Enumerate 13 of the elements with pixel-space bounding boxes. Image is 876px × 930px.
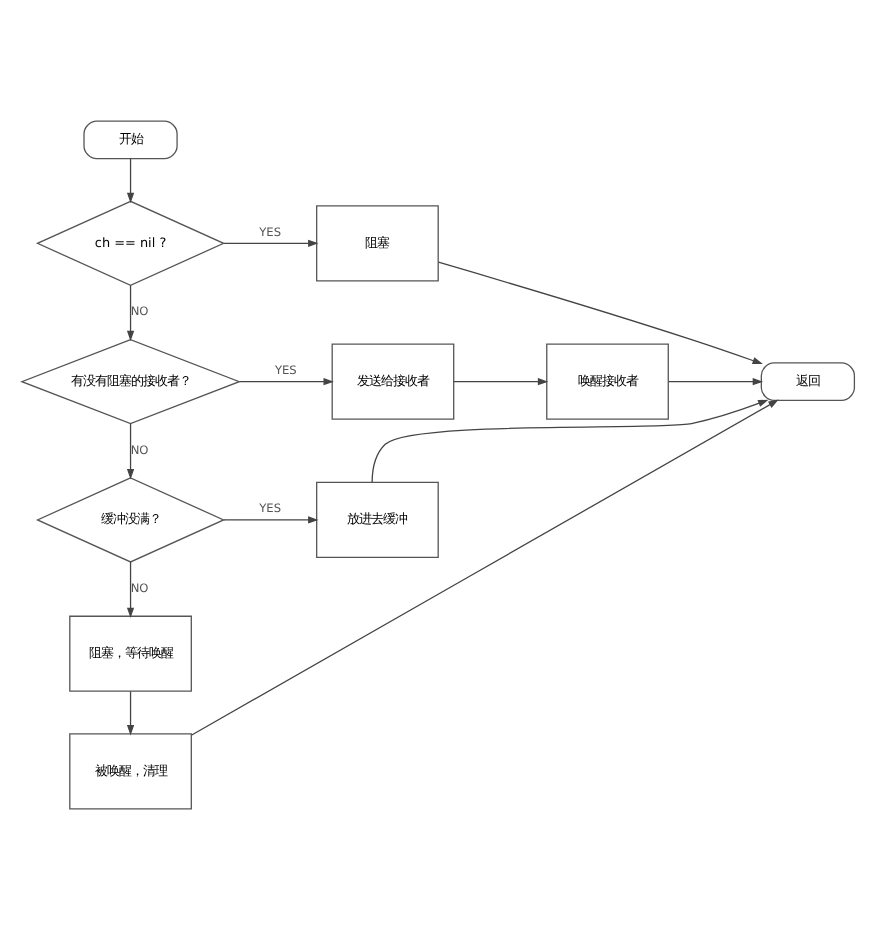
arrow	[191, 399, 779, 736]
arrow	[453, 378, 549, 386]
arrow	[371, 399, 769, 483]
arrow	[126, 284, 135, 342]
arrow	[126, 158, 135, 204]
arrow	[126, 561, 135, 619]
arrow	[223, 516, 319, 524]
arrow	[437, 261, 763, 365]
arrow	[238, 378, 334, 386]
arrow	[126, 690, 135, 736]
arrow	[667, 378, 764, 386]
arrow	[223, 239, 319, 247]
arrow	[126, 423, 135, 480]
